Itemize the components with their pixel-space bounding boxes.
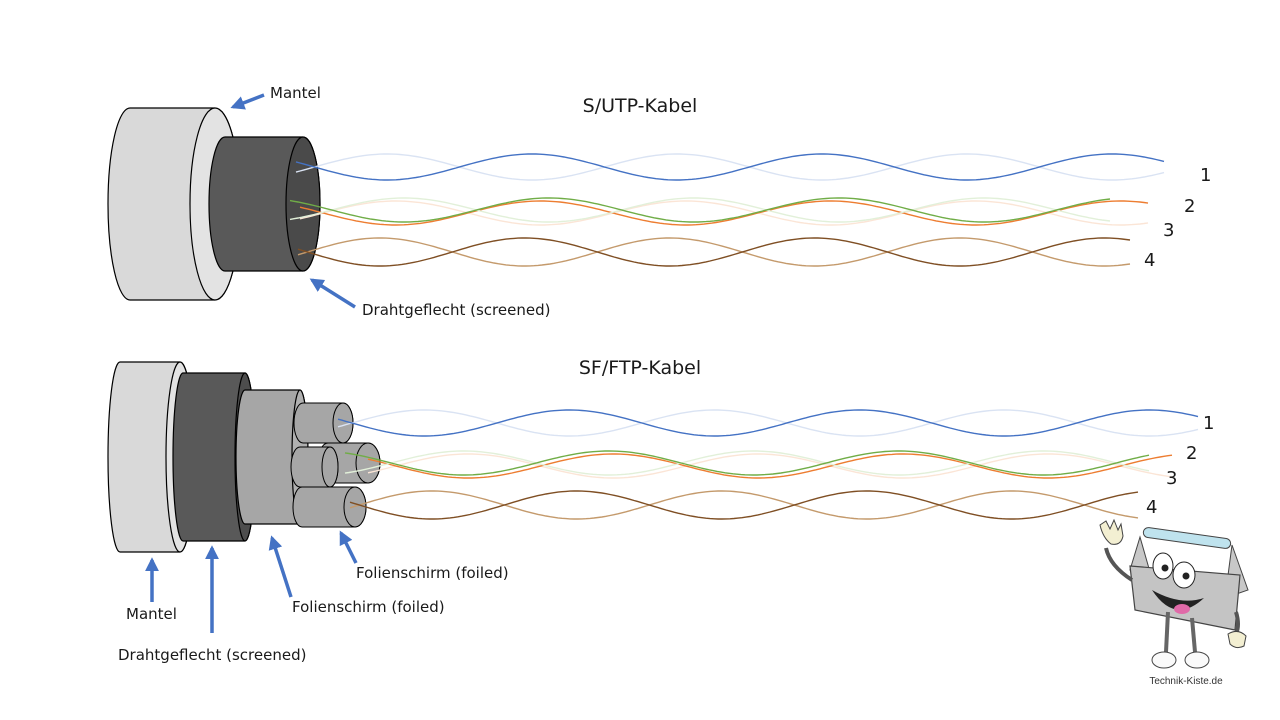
sutp-cable: S/UTP-Kabel Mantel Drahtgeflecht (screen…	[107, 84, 1211, 319]
mascot-arm-right	[1234, 611, 1240, 635]
sutp-pair-number-1: 1	[1200, 165, 1211, 186]
sfftp-overall-foil-label: Folienschirm (foiled)	[292, 598, 445, 616]
pair-1-wire	[337, 409, 1199, 437]
sfftp-braid-label: Drahtgeflecht (screened)	[118, 646, 306, 664]
mascot-mouth	[1152, 590, 1204, 610]
sutp-braid-label: Drahtgeflecht (screened)	[362, 301, 550, 319]
sfftp-pair-foil-label: Folienschirm (foiled)	[356, 564, 509, 582]
mascot-glove-left	[1099, 518, 1124, 545]
mascot-arm-left	[1104, 547, 1134, 582]
pair-4-wire	[297, 237, 1131, 267]
sfftp-pair-foil-arrow	[339, 530, 358, 564]
pair-4-wire	[349, 490, 1139, 520]
sutp-jacket-label: Mantel	[270, 84, 321, 102]
pair-2-stripe-wire	[299, 200, 1149, 226]
pair-3-wire	[289, 197, 1111, 223]
sutp-pair-number-4: 4	[1144, 250, 1155, 271]
pair-4-stripe-wire	[297, 237, 1131, 267]
pair-2-stripe-wire	[367, 453, 1173, 479]
sfftp-pair-foils	[290, 402, 381, 528]
pair-2-wire	[367, 453, 1173, 479]
mascot-pupil-right	[1182, 572, 1190, 580]
sfftp-pair-number-3: 3	[1166, 468, 1177, 489]
mascot-shoe-right	[1184, 651, 1210, 669]
mascot-caption: Technik-Kiste.de	[1149, 676, 1223, 687]
sfftp-pair-number-2: 2	[1186, 443, 1197, 464]
pair-foil-1	[293, 402, 354, 444]
mascot-pupil-left	[1161, 564, 1169, 572]
pair-1-stripe-wire	[295, 153, 1165, 181]
pair-1-wire	[295, 153, 1165, 181]
sutp-pair-number-3: 3	[1163, 220, 1174, 241]
sfftp-cable: SF/FTP-Kabel Mantel Drahtgeflecht (scree…	[107, 357, 1214, 664]
sutp-twisted-pairs	[289, 153, 1165, 267]
mascot-handle	[1142, 527, 1232, 549]
mascot-leg-right	[1190, 617, 1197, 653]
mascot-tongue	[1174, 604, 1190, 614]
mascot-glove-right	[1227, 630, 1247, 649]
sutp-title: S/UTP-Kabel	[583, 95, 698, 117]
pair-4-stripe-wire	[349, 490, 1139, 520]
sfftp-pair-number-4: 4	[1146, 497, 1157, 518]
sutp-braid	[208, 136, 321, 272]
pair-3-stripe-wire	[289, 197, 1111, 223]
pair-2-wire	[299, 200, 1149, 226]
sfftp-jacket-label: Mantel	[126, 605, 177, 623]
sfftp-overall-foil-arrow	[268, 535, 293, 598]
pair-3-stripe-wire	[344, 450, 1150, 476]
toolbox-mascot: Technik-Kiste.de	[1099, 518, 1249, 687]
sutp-pair-number-2: 2	[1184, 196, 1195, 217]
sfftp-title: SF/FTP-Kabel	[579, 357, 701, 379]
sutp-braid-arrow	[309, 278, 356, 309]
sfftp-twisted-pairs	[337, 409, 1199, 520]
sfftp-pair-number-1: 1	[1203, 413, 1214, 434]
mascot-box	[1129, 565, 1241, 631]
pair-1-stripe-wire	[337, 409, 1199, 437]
mascot-leg-left	[1164, 611, 1170, 653]
sutp-jacket-arrow	[230, 93, 265, 110]
mascot-shoe-left	[1151, 651, 1177, 669]
pair-3-wire	[344, 450, 1150, 476]
pair-foil-3	[290, 446, 339, 488]
